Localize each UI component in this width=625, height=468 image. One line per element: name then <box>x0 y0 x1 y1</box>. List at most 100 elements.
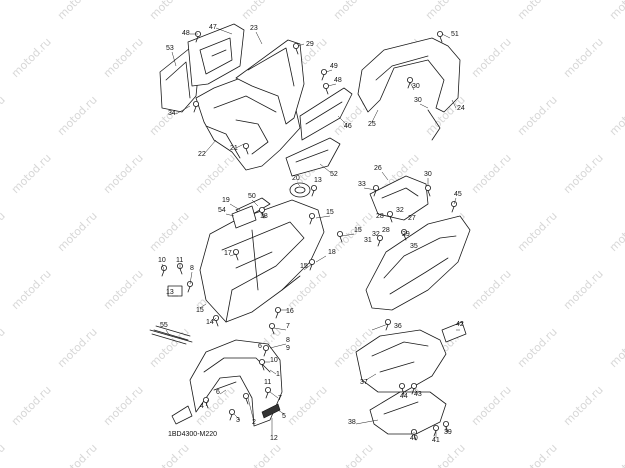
fastener-shank <box>439 36 443 43</box>
leader-line <box>341 233 355 237</box>
leader-line <box>211 317 217 323</box>
fastener-shank <box>451 206 455 213</box>
watermark-text: motod.ru <box>515 0 560 22</box>
fastener-shank <box>179 268 183 275</box>
fastener-bolt <box>436 30 443 37</box>
watermark-text: motod.ru <box>469 35 514 80</box>
leader-line <box>371 109 379 123</box>
leader-line <box>255 31 263 45</box>
leader-line <box>219 389 227 395</box>
watermark-text: motod.ru <box>9 267 54 312</box>
watermark-text: motod.ru <box>147 209 192 254</box>
part-ring-20 <box>289 182 311 198</box>
watermark-text: motod.ru <box>469 383 514 428</box>
leader-line <box>303 263 313 271</box>
part-reflector-12 <box>261 403 281 419</box>
callout-10b: 10 <box>270 357 278 364</box>
callout-44: 44 <box>400 393 408 400</box>
leader-line <box>315 215 331 219</box>
watermark-text: motod.ru <box>607 0 625 22</box>
fastener-shank <box>195 36 199 43</box>
callout-6a: 6 <box>258 343 262 350</box>
callout-48: 48 <box>182 30 190 37</box>
callout-54: 54 <box>218 207 226 214</box>
callout-33: 33 <box>358 181 366 188</box>
fastener-bolt <box>432 424 439 431</box>
callout-19: 19 <box>222 197 230 204</box>
leader-line <box>229 253 237 257</box>
fastener-shank <box>373 190 377 197</box>
callout-27: 27 <box>408 215 416 222</box>
fastener-shank <box>413 434 417 441</box>
watermark-text: motod.ru <box>331 0 376 22</box>
watermark-text: motod.ru <box>55 325 100 370</box>
callout-24: 24 <box>457 105 465 112</box>
part-callouts: 53 48 47 23 29 49 48 46 34 22 21 52 51 3… <box>158 24 465 444</box>
callout-52: 52 <box>330 171 338 178</box>
fastener-bolt <box>274 306 281 313</box>
callout-2: 2 <box>252 419 256 426</box>
fastener-shank <box>321 74 325 81</box>
fastener-shank <box>339 236 343 243</box>
callout-25: 25 <box>368 121 376 128</box>
watermark-text: motod.ru <box>101 35 146 80</box>
fastener-bolt <box>406 77 413 84</box>
fastener-bolt <box>442 420 449 427</box>
fastener-shank <box>433 430 437 437</box>
leader-line <box>175 105 191 115</box>
callout-7b: 7 <box>278 395 282 402</box>
fastener-bolt <box>308 258 315 265</box>
callout-11b: 11 <box>264 379 271 386</box>
fastener-shank <box>245 398 249 405</box>
part-plate-42 <box>441 321 467 343</box>
fastener-bolt <box>336 230 343 237</box>
callout-42: 42 <box>456 321 464 328</box>
fastener-bolt <box>386 210 393 217</box>
leader-line <box>199 303 207 309</box>
callout-32b: 32 <box>372 231 380 238</box>
fastener-shank <box>261 212 265 219</box>
watermark-text: motod.ru <box>239 441 284 468</box>
fastener-bolt <box>232 248 239 255</box>
callout-46: 46 <box>344 123 352 130</box>
watermark-text: motod.ru <box>515 441 560 468</box>
watermark-text: motod.ru <box>561 35 606 80</box>
part-tail-cover-35 <box>365 215 471 311</box>
leader-line <box>205 399 209 407</box>
fastener-shank <box>265 392 269 399</box>
leader-line <box>215 27 233 35</box>
callout-30b: 30 <box>414 97 422 104</box>
fastener-bolt <box>268 322 275 329</box>
callout-4: 4 <box>200 403 204 410</box>
leader-line-layer <box>161 27 460 438</box>
watermark-text: motod.ru <box>101 267 146 312</box>
callout-3: 3 <box>236 417 240 424</box>
leader-line <box>189 271 193 285</box>
part-rear-fender-bracket <box>199 199 325 323</box>
leader-line <box>251 199 259 207</box>
callout-36: 36 <box>394 323 402 330</box>
fastener-bolt <box>258 206 265 213</box>
part-spring-55 <box>149 325 193 345</box>
leader-line <box>355 419 379 425</box>
callout-37: 37 <box>360 379 368 386</box>
fastener-shank <box>411 388 415 395</box>
leader-line <box>161 263 165 271</box>
watermark-text: motod.ru <box>0 325 8 370</box>
fastener-shank <box>309 264 313 271</box>
callout-28a: 28 <box>376 213 384 220</box>
fastener-bolt <box>242 392 249 399</box>
fastener-shank <box>295 48 299 55</box>
fastener-shank <box>235 254 239 261</box>
leader-line <box>371 323 389 331</box>
fastener-shank <box>205 402 209 409</box>
leader-line <box>229 203 241 211</box>
fastener-shank <box>193 106 197 113</box>
watermark-text: motod.ru <box>515 209 560 254</box>
part-tail-light-26 <box>369 175 429 221</box>
watermark-text: motod.ru <box>55 0 100 22</box>
watermark-text: motod.ru <box>469 267 514 312</box>
leader-line <box>297 183 301 187</box>
callout-15a: 15 <box>326 209 334 216</box>
